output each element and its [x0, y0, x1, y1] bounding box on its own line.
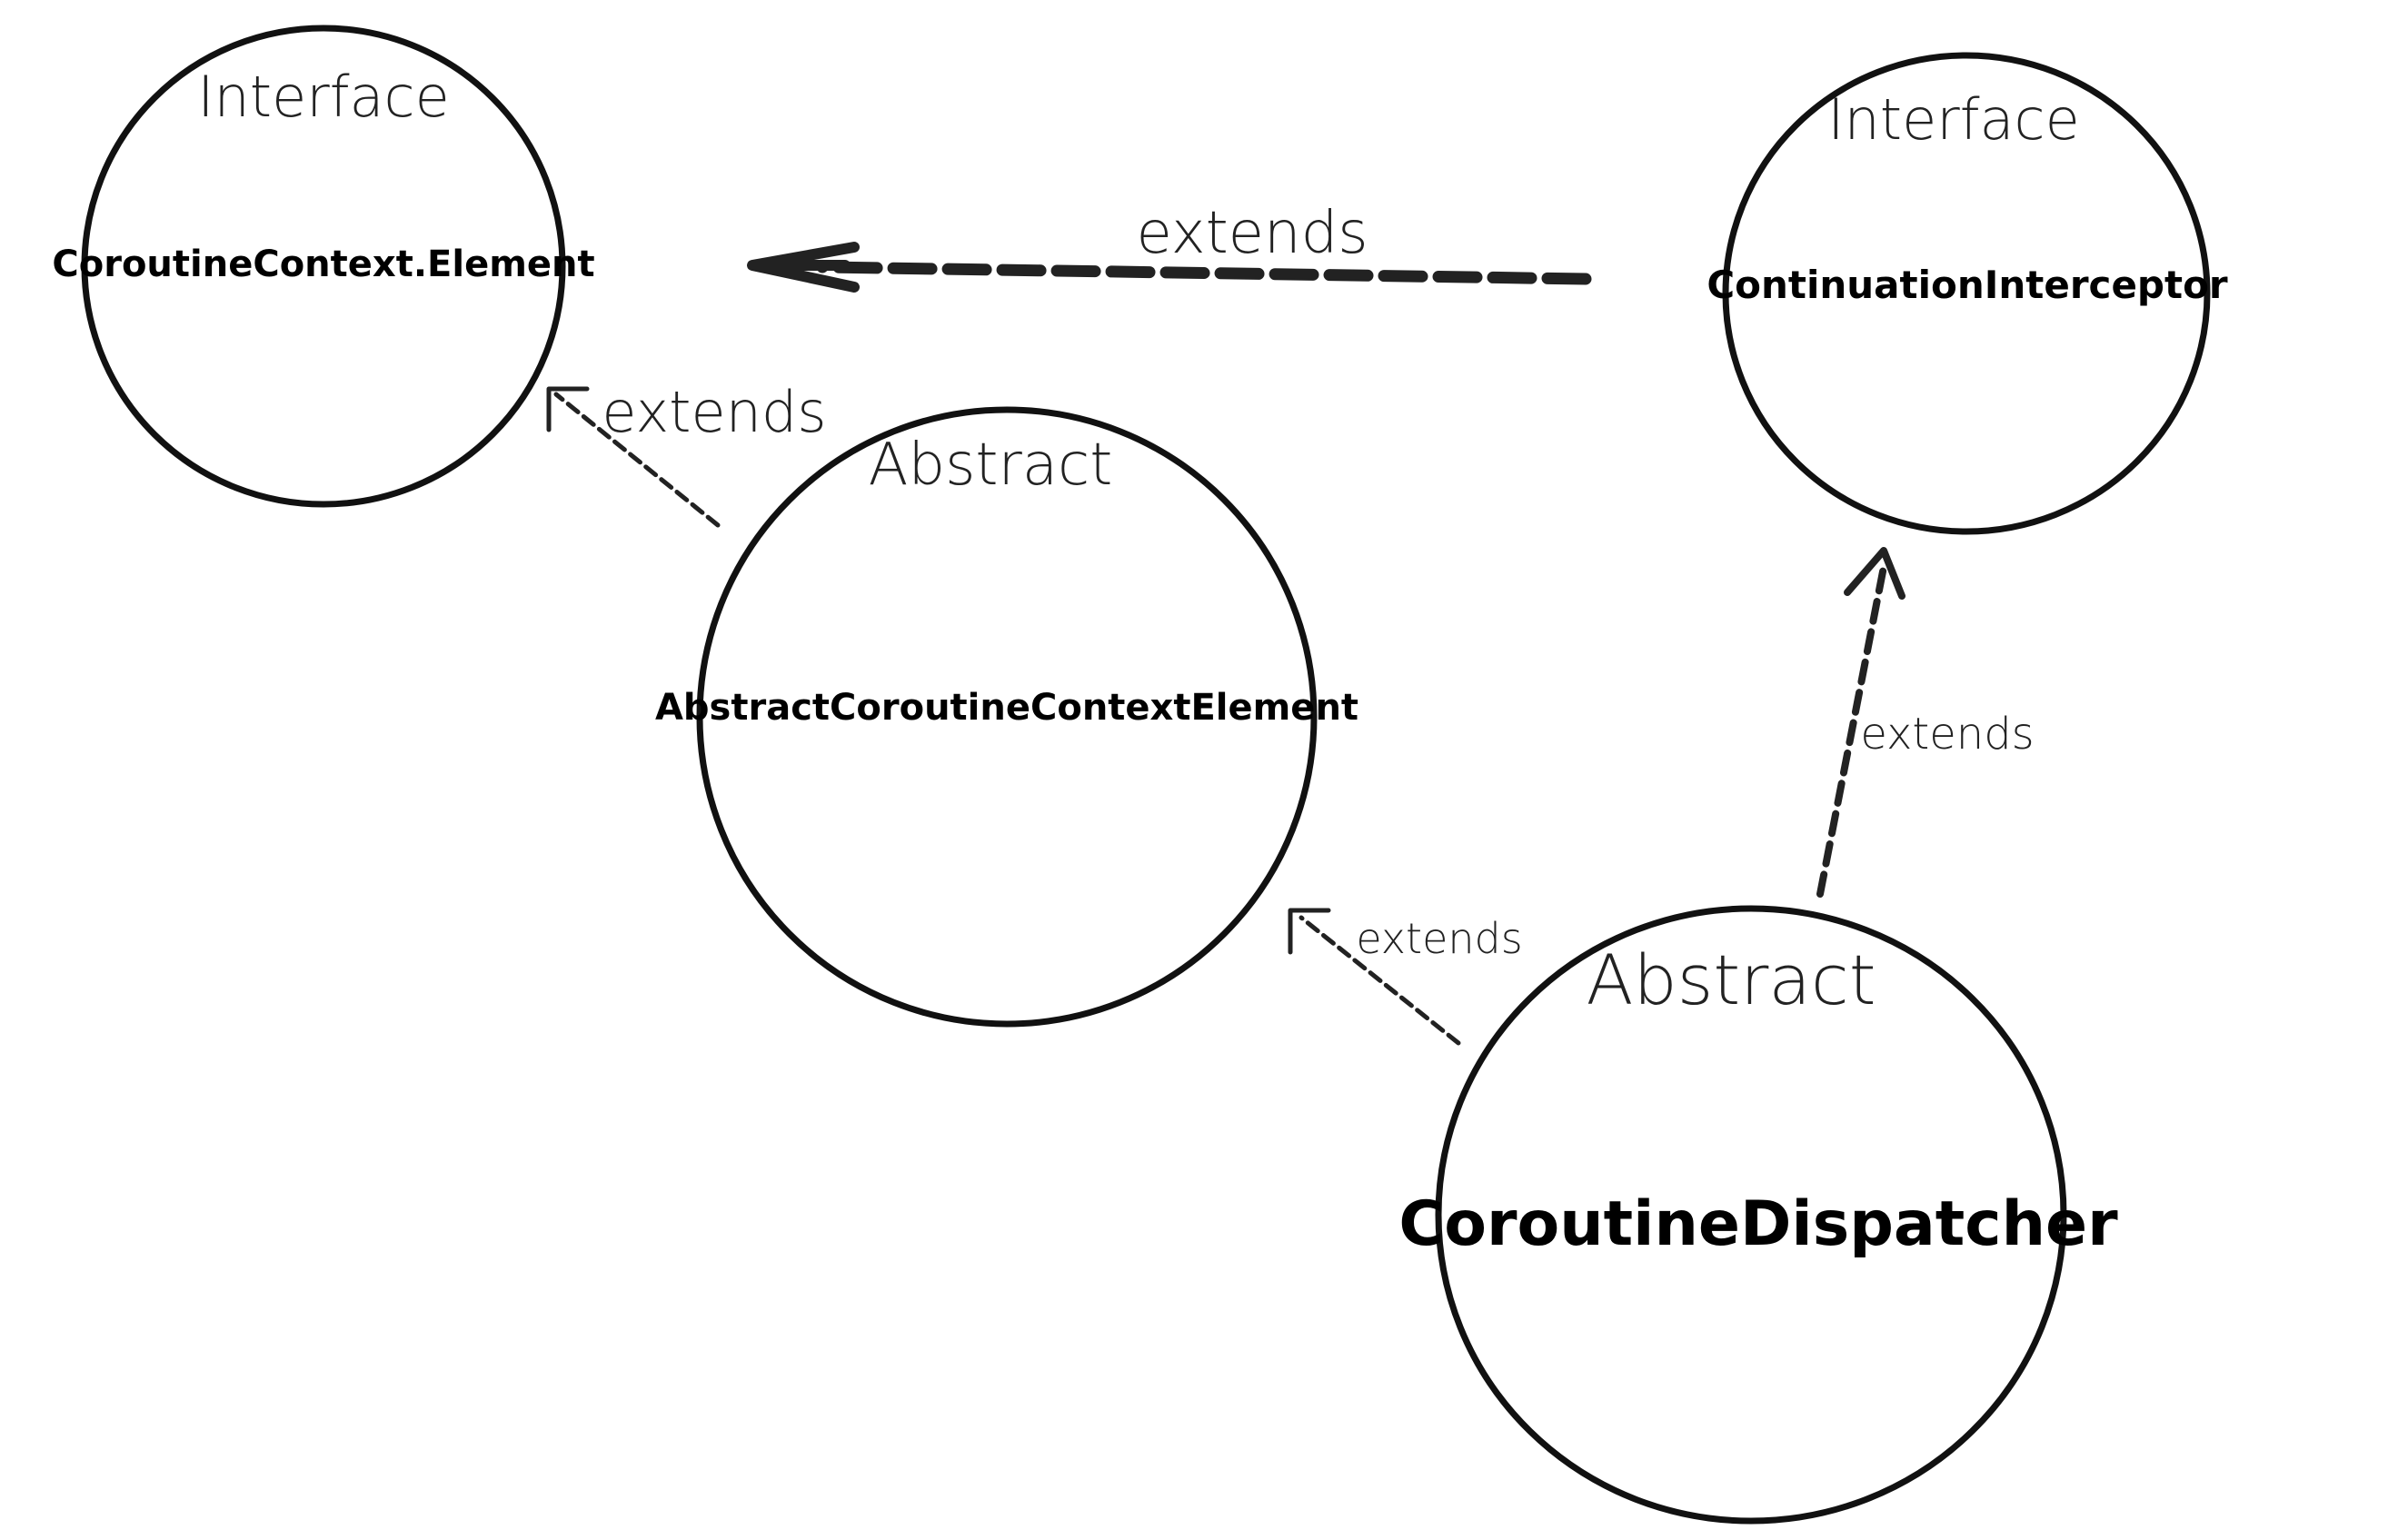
node-name-label: CoroutineContext.Element — [52, 243, 594, 285]
node-circle — [696, 406, 1318, 1028]
arrow-head-icon — [1844, 547, 1906, 600]
node-circle — [1435, 905, 2067, 1525]
node-name-label: CoroutineDispatcher — [1398, 1188, 2118, 1260]
node-coroutine-dispatcher[interactable]: Abstract CoroutineDispatcher — [1398, 905, 2118, 1525]
node-kind-label: Interface — [197, 64, 450, 130]
edge-interceptor-extends-element: extends — [747, 200, 1592, 293]
edge-label: extends — [1356, 914, 1522, 963]
edge-line — [1816, 563, 1887, 898]
edge-line — [816, 261, 1592, 285]
edge-label: extends — [602, 379, 826, 445]
arrow-head-icon — [546, 386, 590, 432]
node-kind-label: Abstract — [1586, 939, 1876, 1020]
edge-line — [1299, 915, 1461, 1046]
arrow-head-icon — [747, 242, 860, 293]
edge-line — [553, 392, 721, 528]
arrow-head-icon — [1288, 908, 1331, 955]
node-name-label: ContinuationInterceptor — [1706, 263, 2228, 307]
node-circle — [81, 25, 566, 508]
node-continuation-interceptor[interactable]: Interface ContinuationInterceptor — [1706, 52, 2228, 535]
node-circle — [1722, 52, 2211, 535]
node-abstract-coroutine-context-element[interactable]: Abstract AbstractCoroutineContextElement — [655, 406, 1358, 1028]
edge-abstract-element-extends-element: extends — [546, 379, 827, 528]
node-kind-label: Interface — [1827, 86, 2080, 153]
node-kind-label: Abstract — [869, 432, 1113, 499]
node-coroutine-context-element[interactable]: Interface CoroutineContext.Element — [52, 25, 595, 508]
edge-label: extends — [1860, 709, 2034, 760]
edge-dispatcher-extends-abstract-element: extends — [1288, 908, 1523, 1046]
node-name-label: AbstractCoroutineContextElement — [655, 687, 1358, 729]
edge-label: extends — [1136, 200, 1368, 267]
edge-dispatcher-extends-interceptor: extends — [1816, 547, 2035, 898]
